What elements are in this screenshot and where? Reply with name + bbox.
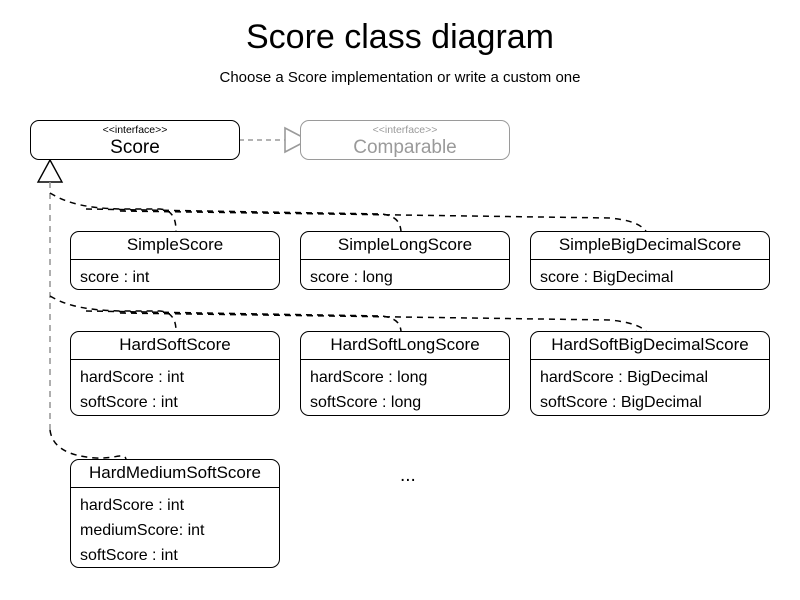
attribute-row: softScore : int — [80, 546, 178, 564]
interface-header-comparable: <<interface>> Comparable — [301, 121, 509, 158]
attribute-row: softScore : BigDecimal — [540, 393, 702, 411]
class-name-simple-long-score: SimpleLongScore — [337, 235, 473, 254]
interface-name: Comparable — [353, 136, 457, 158]
interface-box-score[interactable]: <<interface>> Score — [30, 120, 240, 160]
compartment-divider — [71, 258, 279, 260]
branch-simple-big-decimal-score — [119, 210, 647, 232]
attribute-compartment: score : int — [71, 260, 279, 289]
class-box-hard-soft-long-score[interactable]: HardSoftLongScore hardScore : long softS… — [300, 331, 510, 416]
attribute-compartment: hardScore : int softScore : int — [71, 360, 279, 415]
compartment-divider — [71, 486, 279, 488]
stereotype-label: <<interface>> — [372, 124, 438, 136]
class-box-hard-medium-soft-score[interactable]: HardMediumSoftScore hardScore : int medi… — [70, 459, 280, 568]
attribute-compartment: score : long — [301, 260, 509, 289]
compartment-divider — [301, 358, 509, 360]
branch-simple-score — [49, 192, 177, 232]
branch-hard-soft-long-score — [85, 310, 402, 332]
class-name-hard-soft-long-score: HardSoftLongScore — [330, 335, 480, 354]
attribute-row: score : long — [310, 268, 393, 286]
interface-header-score: <<interface>> Score — [31, 121, 239, 158]
interface-box-comparable[interactable]: <<interface>> Comparable — [300, 120, 510, 160]
class-box-simple-long-score[interactable]: SimpleLongScore score : long — [300, 231, 510, 290]
page-title: Score class diagram — [245, 18, 554, 56]
attribute-compartment: score : BigDecimal — [531, 260, 769, 289]
attribute-row: score : BigDecimal — [540, 268, 674, 286]
attribute-row: mediumScore: int — [80, 521, 205, 539]
compartment-divider — [301, 258, 509, 260]
attribute-row: softScore : int — [80, 393, 178, 411]
more-classes-ellipsis: ... — [400, 465, 416, 486]
stereotype-label: <<interface>> — [102, 124, 168, 136]
attribute-row: softScore : long — [310, 393, 422, 411]
class-name-hard-soft-big-decimal-score: HardSoftBigDecimalScore — [551, 335, 749, 354]
attribute-row: hardScore : BigDecimal — [540, 368, 709, 386]
page-subtitle: Choose a Score implementation or write a… — [219, 69, 581, 86]
compartment-divider — [531, 358, 769, 360]
attribute-row: score : int — [80, 268, 150, 286]
interface-name: Score — [110, 136, 160, 158]
attribute-compartment: hardScore : int mediumScore: int softSco… — [71, 488, 279, 567]
generalization-triangle — [36, 158, 64, 183]
attribute-compartment: hardScore : BigDecimal softScore : BigDe… — [531, 360, 769, 415]
class-box-hard-soft-big-decimal-score[interactable]: HardSoftBigDecimalScore hardScore : BigD… — [530, 331, 770, 416]
compartment-divider — [531, 258, 769, 260]
class-box-hard-soft-score[interactable]: HardSoftScore hardScore : int softScore … — [70, 331, 280, 416]
branch-hard-medium-soft-score — [49, 429, 127, 460]
attribute-compartment: hardScore : long softScore : long — [301, 360, 509, 415]
branch-hard-soft-big-decimal-score — [119, 312, 647, 332]
attribute-row: hardScore : int — [80, 496, 185, 514]
attribute-row: hardScore : int — [80, 368, 185, 386]
attribute-row: hardScore : long — [310, 368, 428, 386]
class-name-simple-big-decimal-score: SimpleBigDecimalScore — [558, 235, 742, 254]
branch-hard-soft-score — [49, 295, 177, 332]
class-box-simple-big-decimal-score[interactable]: SimpleBigDecimalScore score : BigDecimal — [530, 231, 770, 290]
class-name-simple-score: SimpleScore — [126, 235, 224, 254]
compartment-divider — [71, 358, 279, 360]
class-name-hard-medium-soft-score: HardMediumSoftScore — [89, 463, 261, 482]
branch-simple-long-score — [85, 208, 402, 232]
class-name-hard-soft-score: HardSoftScore — [119, 335, 231, 354]
class-box-simple-score[interactable]: SimpleScore score : int — [70, 231, 280, 290]
